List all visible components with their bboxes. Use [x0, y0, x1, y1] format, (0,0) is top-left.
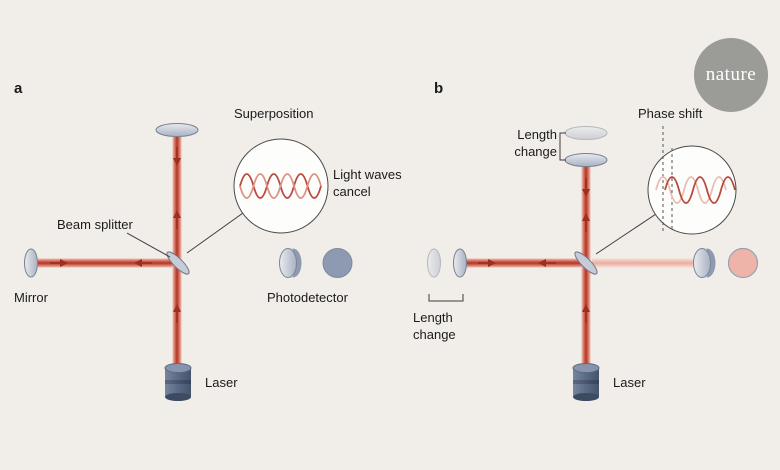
arrow-up-icon	[582, 213, 590, 232]
mirror-b-top	[564, 153, 608, 167]
arrow-down-icon	[173, 147, 181, 166]
length-change-top-bracket	[559, 132, 566, 161]
length-change-top-label: Length change	[514, 127, 557, 159]
inset-a-leader-line	[186, 212, 244, 254]
arrow-right-icon	[478, 259, 496, 267]
laser-b	[572, 363, 600, 401]
beam-a-left-arm	[38, 258, 173, 268]
nature-logo-text: nature	[705, 64, 757, 85]
wave-b-shifted	[664, 176, 736, 204]
light-waves-cancel-label: Light waves cancel	[333, 167, 402, 199]
mirror-a-top	[155, 123, 199, 137]
laser-b-label: Laser	[613, 375, 646, 390]
mirror-b-left-ghost	[427, 248, 441, 278]
arrow-up-icon	[173, 304, 181, 323]
inset-b-circle	[647, 145, 737, 235]
beam-arrows-a	[50, 147, 181, 323]
photodetector-coin-face	[693, 248, 711, 278]
arrow-up-icon	[173, 210, 181, 229]
nature-logo: nature	[694, 38, 768, 112]
phase-shift-label: Phase shift	[638, 106, 703, 121]
length-change-bottom-bracket	[428, 294, 464, 302]
wave-b-faint	[655, 176, 727, 204]
beam-arrows-b	[478, 178, 590, 323]
photodetector-b	[693, 247, 759, 279]
arrow-up-icon	[582, 304, 590, 323]
panel-b-label: b	[434, 80, 444, 97]
beam-b-output-faint	[592, 258, 695, 268]
beam-b-left-arm	[466, 258, 582, 268]
beam-a-top-arm	[172, 137, 182, 263]
superposition-label: Superposition	[234, 106, 314, 121]
beam-splitter-b	[574, 251, 598, 275]
panel-a-label: a	[14, 80, 23, 97]
mirror-label: Mirror	[14, 290, 48, 305]
arrow-down-icon	[582, 178, 590, 197]
wave-a-secondary	[239, 173, 322, 199]
arrow-left-icon	[538, 259, 556, 267]
beam-splitter-leader-line	[126, 232, 171, 258]
arrow-left-icon	[134, 259, 152, 267]
length-change-bottom-label: Length change	[413, 310, 456, 342]
photodetector-coin-face	[279, 248, 297, 278]
inset-b-leader-line	[595, 213, 657, 255]
photodetector-label: Photodetector	[267, 290, 348, 305]
mirror-b-left	[453, 248, 467, 278]
superposition-inset	[186, 138, 329, 254]
photodetector-a	[279, 248, 353, 278]
beam-splitter-label: Beam splitter	[57, 217, 133, 232]
photodetector-b-sensor	[727, 247, 759, 279]
arrow-right-icon	[50, 259, 68, 267]
mirror-a-left	[24, 248, 38, 278]
mirror-b-top-ghost	[564, 126, 608, 140]
beam-splitter-a	[166, 251, 190, 275]
phase-shift-inset	[595, 126, 737, 255]
photodetector-a-sensor	[322, 248, 353, 278]
laser-a-label: Laser	[205, 375, 238, 390]
laser-a	[164, 363, 192, 401]
